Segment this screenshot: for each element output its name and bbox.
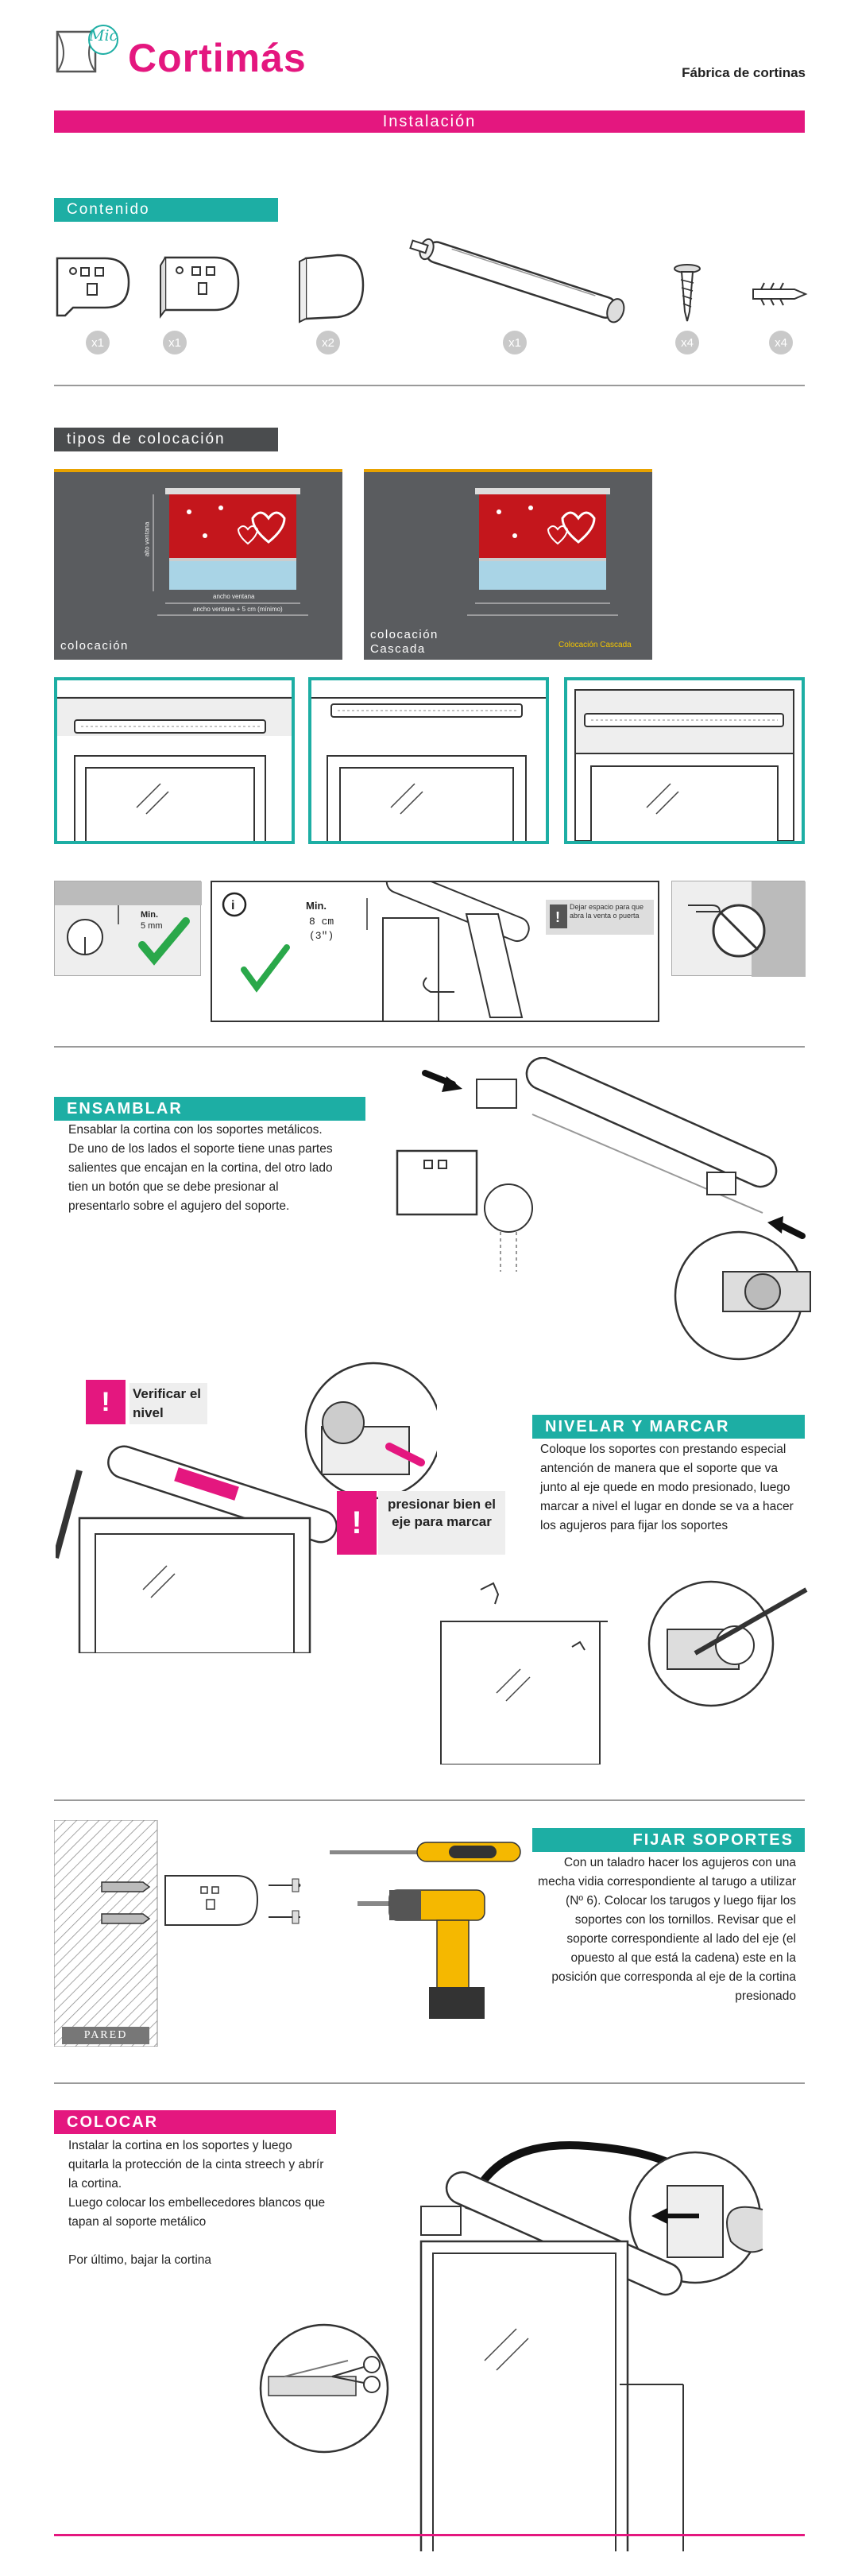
content-item-count: x1 xyxy=(86,331,110,354)
content-item xyxy=(667,262,707,326)
placement-heading-label: tipos de colocación xyxy=(67,431,226,447)
press-axis-callout: ! presionar bien el eje para marcar xyxy=(337,1491,512,1555)
verify-level-label: Verificar el nivel xyxy=(129,1383,207,1424)
content-item-count: x2 xyxy=(316,331,340,354)
wall-illustration: PARED xyxy=(54,1820,308,2047)
divider xyxy=(54,2082,805,2084)
clearance-wrong-detail xyxy=(671,881,806,977)
info-min-label: Min. xyxy=(306,900,327,912)
divider xyxy=(54,1046,805,1048)
placement-diagram-2 xyxy=(308,677,549,844)
ensamblar-text: Ensablar la cortina con los soportes met… xyxy=(68,1123,333,1213)
info-in-value: (3") xyxy=(309,930,334,942)
colocar-heading-label: COLOCAR xyxy=(67,2113,159,2131)
clearance-info-panel: i ! Min. 8 cm (3") Dejar espacio para qu… xyxy=(211,881,659,1022)
placement-heading: tipos de colocación xyxy=(54,428,278,451)
svg-text:i: i xyxy=(231,899,234,912)
placement-photo-cascade: colocación Cascada Colocación Cascada xyxy=(364,469,652,660)
placement-diagram-3 xyxy=(564,677,805,844)
nivelar-heading: NIVELAR Y MARCAR xyxy=(532,1415,805,1439)
wall-label: PARED xyxy=(62,2027,149,2044)
divider xyxy=(54,1799,805,1801)
content-item-count: x4 xyxy=(675,331,699,354)
install-title: Instalación xyxy=(382,113,477,130)
content-item xyxy=(397,234,644,330)
content-item xyxy=(49,242,137,330)
screw-icon xyxy=(674,264,701,322)
press-axis-label: presionar bien el eje para marcar xyxy=(378,1491,505,1555)
end-cap-icon xyxy=(299,254,365,323)
content-item xyxy=(159,246,246,330)
install-title-bar: Instalación xyxy=(54,110,805,133)
logo-text: Cortimás xyxy=(128,36,307,80)
door-clearance-note: Dejar espacio para que abra la venta o p… xyxy=(570,903,644,920)
logo-badge: Mic xyxy=(89,27,118,45)
mark-illustration xyxy=(433,1574,814,1764)
alert-icon: ! xyxy=(86,1380,126,1424)
photo-caption: colocación xyxy=(60,639,129,653)
tagline: Fábrica de cortinas xyxy=(682,65,806,80)
bracket-left-icon xyxy=(56,257,130,317)
roller-tube-icon xyxy=(409,238,625,323)
placement-photo-normal: alto ventana ancho ventana ancho ventana… xyxy=(54,469,342,660)
bracket-right-icon xyxy=(160,256,240,319)
fijar-heading: FIJAR SOPORTES xyxy=(532,1828,805,1852)
footer-bar xyxy=(54,2534,805,2536)
divider xyxy=(54,385,805,386)
content-item xyxy=(290,250,369,326)
alert-icon: ! xyxy=(337,1491,377,1555)
contents-heading: Contenido xyxy=(54,198,278,222)
clearance-min-detail: Min. 5 mm xyxy=(54,881,202,976)
colocar-illustration xyxy=(254,2122,818,2551)
screwdriver-icon xyxy=(330,1836,528,1868)
blind-cascade-illustration xyxy=(364,472,652,660)
nivelar-text: Coloque los soportes con prestando espec… xyxy=(540,1443,794,1532)
content-item-count: x1 xyxy=(503,331,527,354)
colocar-heading: COLOCAR xyxy=(54,2110,336,2134)
logo: Mic Cortimás xyxy=(54,24,324,87)
ensamblar-illustration xyxy=(389,1057,818,1375)
colocar-text: Instalar la cortina en los soportes y lu… xyxy=(68,2139,326,2267)
content-item xyxy=(747,278,810,310)
dim-height-label: alto ventana xyxy=(143,521,151,557)
fijar-heading-label: FIJAR SOPORTES xyxy=(632,1831,794,1849)
blind-illustration xyxy=(54,472,342,660)
content-item-count: x4 xyxy=(769,331,793,354)
dim-width-label: ancho ventana xyxy=(213,593,255,600)
clearance-min-label: Min. xyxy=(141,910,158,920)
logo-window-icon xyxy=(56,25,118,73)
contents-heading-label: Contenido xyxy=(67,201,150,218)
wall-plug-icon xyxy=(752,282,808,306)
photo-caption-line1: colocación xyxy=(370,628,439,641)
fijar-text: Con un taladro hacer los agujeros con un… xyxy=(538,1856,796,2003)
info-cm-value: 8 cm xyxy=(309,916,334,928)
level-illustration xyxy=(56,1351,437,1653)
scissors-detail xyxy=(253,2321,396,2456)
verify-level-callout: ! Verificar el nivel xyxy=(86,1380,207,1424)
clearance-min-value: 5 mm xyxy=(141,921,163,931)
content-item-count: x1 xyxy=(163,331,187,354)
svg-text:!: ! xyxy=(555,909,560,925)
drill-icon xyxy=(358,1884,516,2027)
nivelar-heading-label: NIVELAR Y MARCAR xyxy=(545,1418,730,1435)
photo-cascade-tag: Colocación Cascada xyxy=(558,641,632,649)
ensamblar-heading: ENSAMBLAR xyxy=(54,1097,365,1121)
placement-diagram-1 xyxy=(54,677,295,844)
photo-caption-line2: Cascada xyxy=(370,642,426,656)
dim-width-plus-label: ancho ventana + 5 cm (mínimo) xyxy=(193,606,283,613)
ensamblar-heading-label: ENSAMBLAR xyxy=(67,1100,183,1118)
